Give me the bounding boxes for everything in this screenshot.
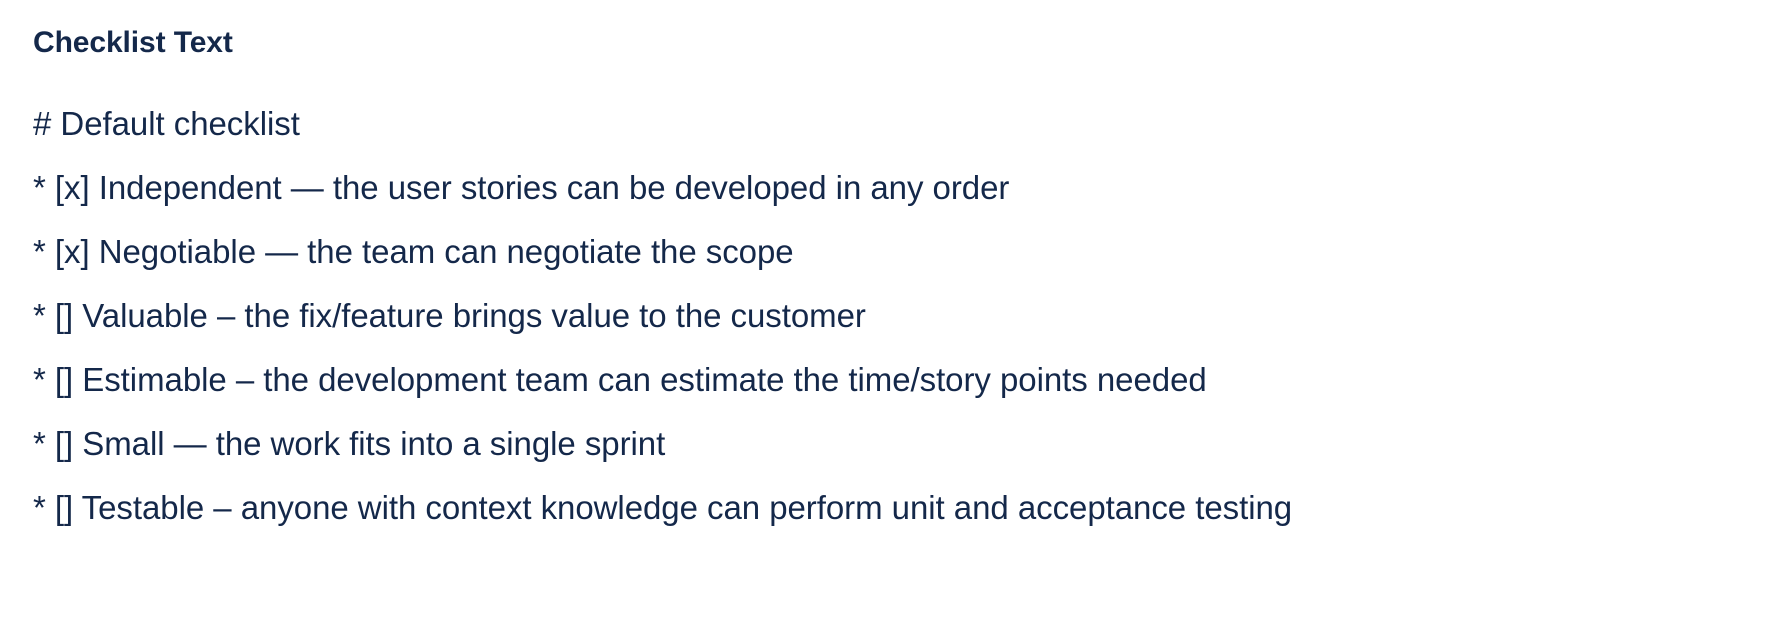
checklist-line-testable: * [] Testable – anyone with context know… xyxy=(33,489,1293,526)
checklist-line-heading: # Default checklist xyxy=(33,105,300,142)
checklist-line-valuable: * [] Valuable – the fix/feature brings v… xyxy=(33,297,866,334)
checklist-line-independent: * [x] Independent — the user stories can… xyxy=(33,169,1010,206)
checklist-line-negotiable: * [x] Negotiable — the team can negotiat… xyxy=(33,233,794,270)
page-title: Checklist Text xyxy=(33,26,233,59)
checklist-line-estimable: * [] Estimable – the development team ca… xyxy=(33,361,1207,398)
checklist-line-small: * [] Small — the work fits into a single… xyxy=(33,425,666,462)
checklist-text-content: # Default checklist * [x] Independent — … xyxy=(33,92,1753,540)
